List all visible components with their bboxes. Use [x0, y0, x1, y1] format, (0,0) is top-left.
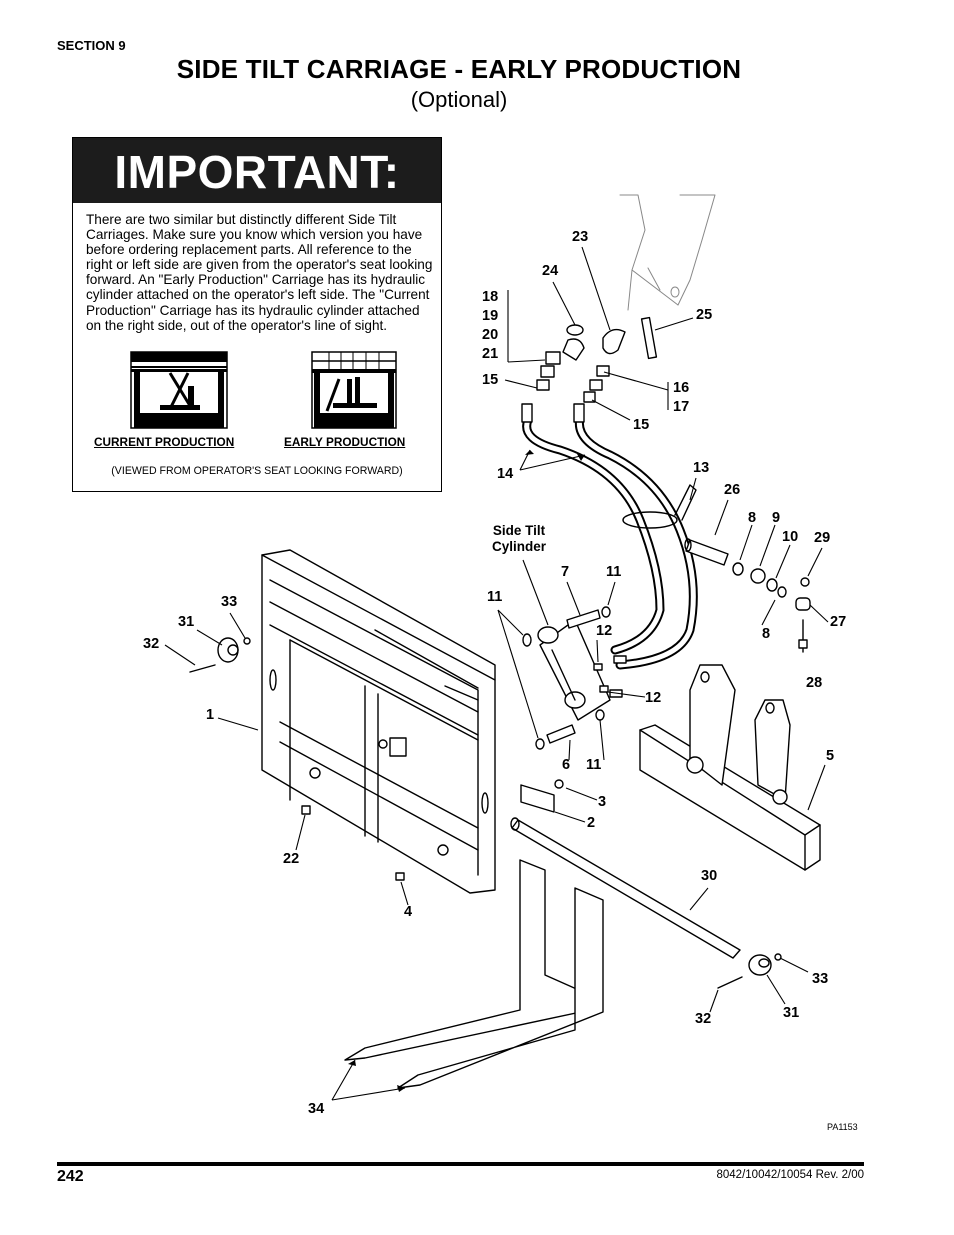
callout-20: 20 — [482, 327, 499, 343]
callout-19: 19 — [482, 308, 499, 324]
page-subtitle: (Optional) — [410, 87, 508, 112]
callout-12-top: 12 — [596, 623, 613, 639]
callout-3: 3 — [598, 794, 607, 810]
callout-8-bottom: 8 — [762, 626, 771, 642]
callout-15-right: 15 — [633, 417, 650, 433]
viewing-note: (VIEWED FROM OPERATOR'S SEAT LOOKING FOR… — [111, 465, 403, 477]
callout-33-right: 33 — [812, 971, 829, 987]
callout-28: 28 — [806, 675, 823, 691]
callout-11-left: 11 — [487, 589, 503, 605]
callout-10: 10 — [782, 529, 799, 545]
callout-31-left: 31 — [178, 614, 195, 630]
revision-note: 8042/10042/10054 Rev. 2/00 — [716, 1169, 865, 1181]
side-tilt-cylinder-label: Side Tilt Cylinder — [492, 523, 547, 554]
callout-11-bottom: 11 — [586, 757, 602, 773]
callout-29: 29 — [814, 530, 831, 546]
callout-34: 34 — [308, 1101, 325, 1117]
callout-33-left: 33 — [221, 594, 238, 610]
current-production-label: CURRENT PRODUCTION — [94, 435, 235, 449]
callout-11-top: 11 — [606, 564, 622, 580]
callout-22: 22 — [283, 851, 300, 867]
callout-26: 26 — [724, 482, 741, 498]
page-title: SIDE TILT CARRIAGE - EARLY PRODUCTION — [176, 54, 742, 84]
callout-8-top: 8 — [748, 510, 757, 526]
important-heading: IMPORTANT: — [73, 138, 441, 203]
callout-24: 24 — [542, 263, 559, 279]
callout-25: 25 — [696, 307, 713, 323]
important-body-text: There are two similar but distinctly dif… — [86, 212, 433, 333]
callout-13: 13 — [693, 460, 710, 476]
callout-6: 6 — [562, 757, 571, 773]
callout-30: 30 — [701, 868, 718, 884]
section-label: SECTION 9 — [57, 38, 126, 53]
callout-23: 23 — [572, 229, 589, 245]
callout-1: 1 — [206, 707, 215, 723]
callout-4: 4 — [404, 904, 413, 920]
callout-18: 18 — [482, 289, 499, 305]
callout-9: 9 — [772, 510, 781, 526]
callout-2: 2 — [587, 815, 596, 831]
callout-5: 5 — [826, 748, 835, 764]
current-production-illustration — [130, 351, 228, 429]
callout-7: 7 — [561, 564, 570, 580]
callout-21: 21 — [482, 346, 499, 362]
callout-17: 17 — [673, 399, 690, 415]
figure-code: PA1153 — [827, 1122, 858, 1132]
callout-27: 27 — [830, 614, 847, 630]
early-production-illustration — [311, 351, 397, 429]
footer-rule — [57, 1162, 864, 1166]
important-notice-box: IMPORTANT: There are two similar but dis… — [72, 137, 442, 492]
callout-12-bottom: 12 — [645, 690, 662, 706]
callout-15-left: 15 — [482, 372, 499, 388]
early-production-label: EARLY PRODUCTION — [284, 435, 406, 449]
callout-32-right: 32 — [695, 1011, 712, 1027]
callout-14: 14 — [497, 466, 514, 482]
callout-31-right: 31 — [783, 1005, 800, 1021]
page-number: 242 — [57, 1168, 84, 1185]
callout-16: 16 — [673, 380, 690, 396]
callout-32-left: 32 — [143, 636, 160, 652]
